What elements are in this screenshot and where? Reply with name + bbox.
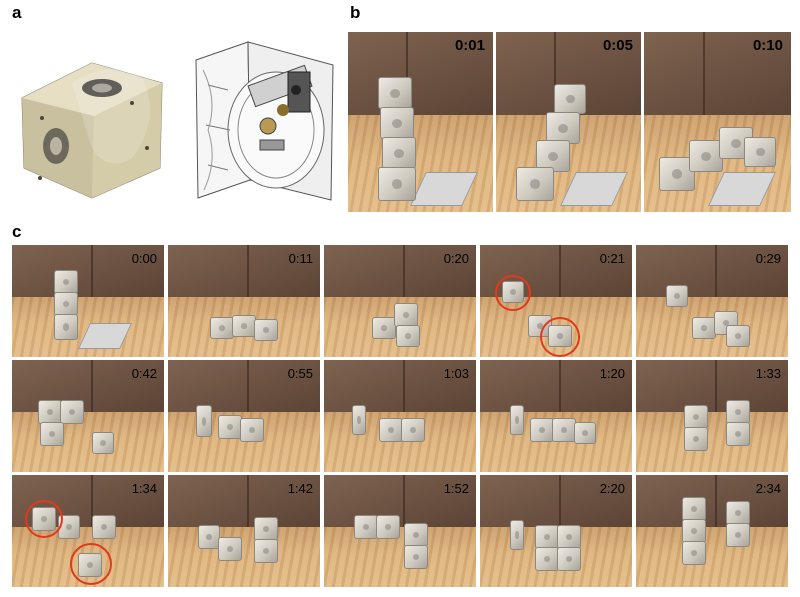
- panel-c-frame-1-34: 1:34: [12, 475, 164, 587]
- panel-c-frame-1-52: 1:52: [324, 475, 476, 587]
- highlight-circle-1: [25, 500, 63, 538]
- molecube-cad-drawing: [188, 30, 338, 205]
- panel-b-label: b: [350, 3, 361, 22]
- panel-c-frame-0-21: 0:21: [480, 245, 632, 357]
- highlight-circle-2: [70, 543, 112, 585]
- timestamp: 0:29: [755, 251, 781, 266]
- timestamp: 0:05: [602, 37, 633, 54]
- panel-c-frame-0-29: 0:29: [636, 245, 788, 357]
- timestamp: 1:52: [443, 481, 469, 496]
- panel-a-label: a: [12, 3, 22, 22]
- module-photo-illustration: [21, 62, 163, 199]
- panel-b-frame-3: 0:10: [644, 32, 791, 212]
- panel-b-frame-1: 0:01: [348, 32, 493, 212]
- molecube-module-photo: [12, 28, 172, 203]
- timestamp: 0:00: [131, 251, 157, 266]
- panel-c-frame-0-20: 0:20: [324, 245, 476, 357]
- panel-c-frame-0-55: 0:55: [168, 360, 320, 472]
- panel-c-label: c: [12, 222, 22, 241]
- panel-c-frame-1-33: 1:33: [636, 360, 788, 472]
- panel-c-frame-0-00: 0:00: [12, 245, 164, 357]
- timestamp: 1:33: [755, 366, 781, 381]
- timestamp: 1:03: [443, 366, 469, 381]
- panel-c-frame-0-42: 0:42: [12, 360, 164, 472]
- panel-c-frame-1-20: 1:20: [480, 360, 632, 472]
- timestamp: 1:34: [131, 481, 157, 496]
- cad-drawing-illustration: [195, 41, 334, 201]
- timestamp: 1:42: [287, 481, 313, 496]
- panel-c-frame-0-11: 0:11: [168, 245, 320, 357]
- panel-c-frame-2-20: 2:20: [480, 475, 632, 587]
- highlight-circle-2: [540, 317, 580, 357]
- panel-b-frame-2: 0:05: [496, 32, 641, 212]
- highlight-circle-1: [495, 275, 531, 311]
- timestamp: 0:01: [454, 37, 485, 54]
- panel-c-frame-1-03: 1:03: [324, 360, 476, 472]
- timestamp: 2:20: [599, 481, 625, 496]
- panel-c-frame-2-34: 2:34: [636, 475, 788, 587]
- timestamp: 0:11: [288, 251, 313, 266]
- timestamp: 2:34: [755, 481, 781, 496]
- timestamp: 0:42: [131, 366, 157, 381]
- timestamp: 0:10: [752, 37, 783, 54]
- timestamp: 0:55: [287, 366, 313, 381]
- timestamp: 0:20: [443, 251, 469, 266]
- timestamp: 1:20: [599, 366, 625, 381]
- panel-c-frame-1-42: 1:42: [168, 475, 320, 587]
- timestamp: 0:21: [599, 251, 625, 266]
